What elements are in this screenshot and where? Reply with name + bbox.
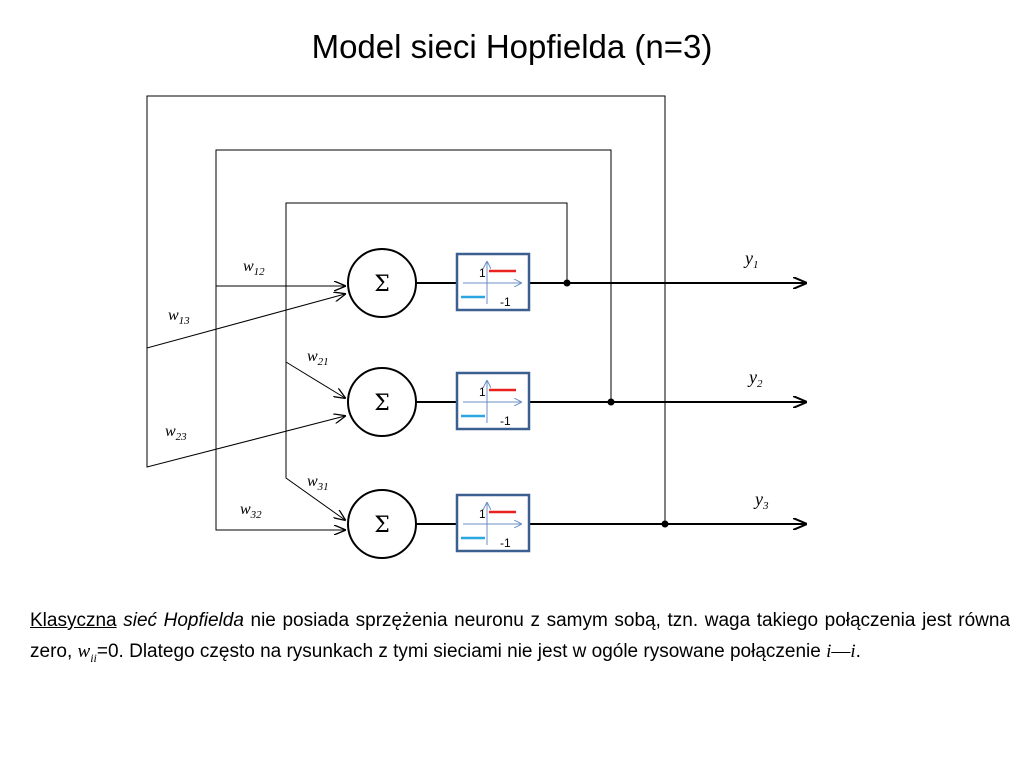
weight-label-w23: w23 [165,423,187,443]
caption-text-2: =0. Dlatego często na rysunkach z tymi s… [96,641,827,662]
caption-network-name: sieć Hopfielda [123,610,244,631]
output-label-y2: y2 [747,367,763,390]
caption-end: . [855,641,861,662]
activation-box-1: 1 -1 [455,252,531,312]
caption-dash: — [831,641,851,662]
weight-label-w12: w12 [243,258,265,278]
activation-low-label: -1 [500,295,511,309]
weight-label-w13: w13 [168,307,190,327]
weight-label-w31: w31 [307,473,329,493]
activation-box-3: 1 -1 [455,493,531,553]
output-label-y3: y3 [753,489,769,512]
neuron-3: Σ [347,489,806,559]
weight-label-w21: w21 [307,348,329,368]
neuron-1: Σ [347,248,806,318]
feedback-loop-y2 [215,149,612,530]
neuron-2: Σ [347,367,806,437]
output-label-y1: y1 [743,248,759,271]
caption-i1: i [826,641,832,662]
activation-low-label: -1 [500,414,511,428]
activation-high-label: 1 [479,266,486,280]
feedback-loop-y3 [146,95,666,524]
activation-high-label: 1 [479,507,486,521]
hopfield-diagram: Σ Σ Σ 1 -1 1 -1 [146,95,1024,559]
weight-label-w32: w32 [240,501,262,521]
feedback-loop-y1 [285,202,568,520]
activation-low-label: -1 [500,536,511,550]
page-title: Model sieci Hopfielda (n=3) [311,28,713,65]
sum-symbol: Σ [374,272,390,297]
sum-symbol: Σ [374,513,390,538]
caption-i2: i [850,641,856,662]
sum-symbol: Σ [374,391,390,416]
caption-weight-symbol: wii [77,641,97,665]
caption-term: Klasyczna [30,610,117,631]
activation-high-label: 1 [479,385,486,399]
activation-box-2: 1 -1 [455,371,531,431]
caption-paragraph: Klasyczna sieć Hopfielda nie posiada spr… [30,605,1010,674]
caption-text-1: nie posiada sprzężenia neuronu z samym s… [30,610,1011,662]
